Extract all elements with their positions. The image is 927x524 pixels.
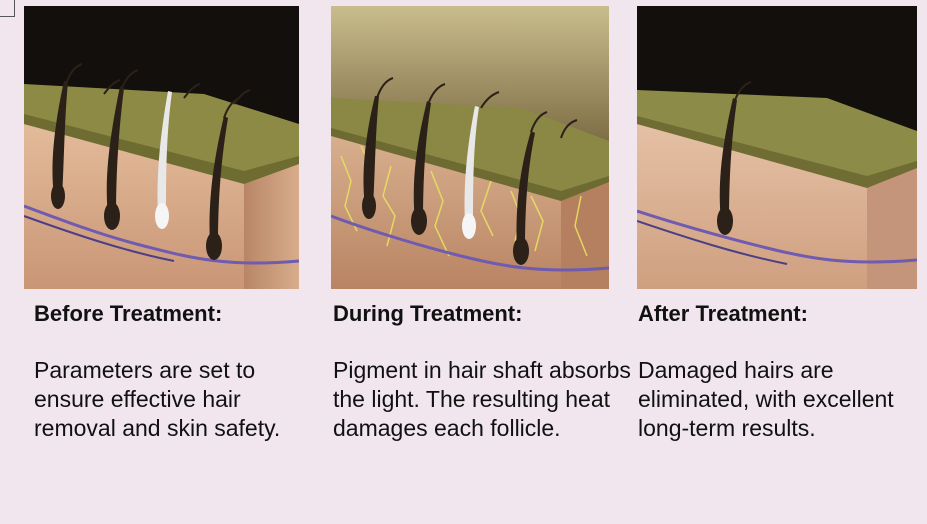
before-treatment-description: Parameters are set to ensure effective h… (34, 356, 324, 443)
during-treatment-illustration (331, 6, 609, 289)
during-treatment-heading: During Treatment: (333, 301, 522, 327)
corner-mark (0, 0, 15, 17)
during-treatment-description: Pigment in hair shaft absorbs the light.… (333, 356, 633, 443)
after-treatment-illustration (637, 6, 917, 289)
before-treatment-heading: Before Treatment: (34, 301, 222, 327)
after-treatment-description: Damaged hairs are eliminated, with excel… (638, 356, 918, 443)
after-treatment-heading: After Treatment: (638, 301, 808, 327)
before-treatment-illustration (24, 6, 299, 289)
